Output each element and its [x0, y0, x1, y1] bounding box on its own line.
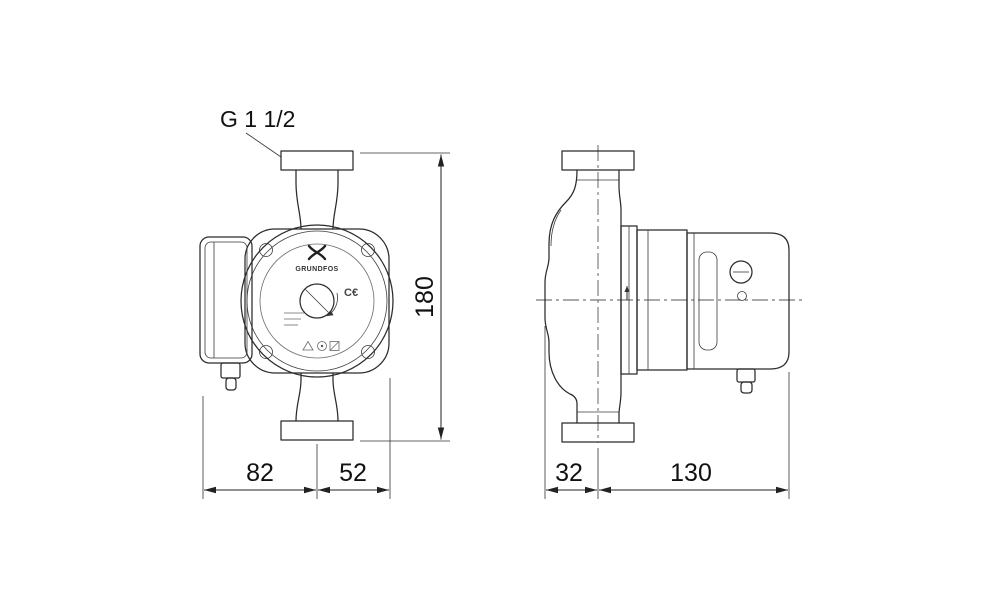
grundfos-logo-icon	[307, 244, 327, 261]
dimension-front-right-label: 52	[339, 459, 367, 487]
dimension-side-right-label: 130	[670, 459, 712, 487]
cable-gland	[220, 362, 241, 379]
leader-line	[245, 132, 282, 158]
vent-plug-slot	[305, 289, 329, 313]
centerlines	[536, 145, 806, 443]
front-bottom-port	[280, 372, 354, 441]
terminal-box	[199, 236, 253, 391]
side-view: 32 130	[536, 145, 806, 499]
thread-label: G 1 1/2	[220, 106, 295, 132]
approval-mark-icons	[302, 340, 340, 351]
speed-selector-knob	[729, 260, 753, 284]
ce-mark: C€	[344, 287, 358, 299]
brand-text: GRUNDFOS	[295, 266, 338, 273]
screw-icon	[737, 291, 747, 301]
dimension-side-left-label: 32	[555, 459, 583, 487]
front-nameplate: GRUNDFOS C€	[284, 244, 358, 351]
dimension-front-bottom: 82 52	[202, 378, 391, 499]
nameplate-text-lines	[284, 312, 304, 326]
side-top-port	[561, 150, 635, 181]
rotation-arrow-icon	[326, 292, 338, 317]
dimension-height-label: 180	[411, 276, 439, 318]
front-view: GRUNDFOS C€ G 1 1/2	[199, 106, 450, 499]
front-pump-body	[240, 224, 394, 378]
front-mounting-plate	[244, 228, 390, 374]
nameplate-slot	[698, 251, 718, 351]
side-control-box	[686, 232, 790, 394]
dimension-height: 180	[360, 152, 450, 442]
thread-leader: G 1 1/2	[220, 106, 295, 158]
side-cable-gland	[736, 368, 756, 383]
front-top-port	[280, 150, 354, 230]
dimension-front-left-label: 82	[246, 459, 274, 487]
dimension-side-bottom: 32 130	[544, 326, 790, 499]
side-pump-housing	[544, 169, 630, 424]
side-bottom-port	[561, 422, 635, 443]
